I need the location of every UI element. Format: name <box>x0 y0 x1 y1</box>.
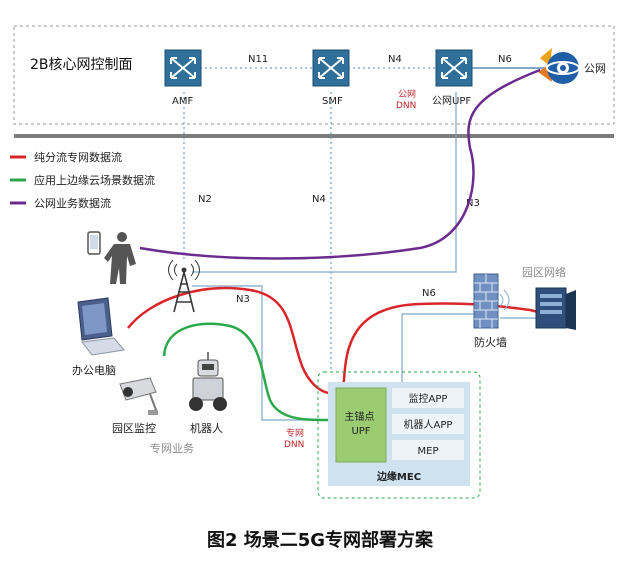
n4-mid-label: N4 <box>312 194 326 205</box>
upf-public-label: 公网UPF <box>432 95 471 107</box>
public-dnn-line1: 公网 <box>398 89 416 100</box>
n4-top-label: N4 <box>388 54 402 65</box>
mec-outer-box <box>317 371 481 499</box>
legend-label-green: 应用上边缘云场景数据流 <box>34 173 155 187</box>
phone-user-icon <box>87 231 136 284</box>
mec-app-box-0 <box>392 388 464 408</box>
cell-tower-icon <box>168 259 200 313</box>
campus-net-label: 园区网络 <box>522 265 566 279</box>
smf-switch-icon <box>312 49 350 87</box>
control-plane-title: 2B核心网控制面 <box>30 57 133 73</box>
n6-mid-link <box>401 313 474 384</box>
n3-left-link <box>192 285 336 421</box>
n3-left-label: N3 <box>236 294 250 305</box>
campus-monitor-label: 园区监控 <box>112 421 156 435</box>
mec-app-label-2: MEP <box>418 446 439 457</box>
public-net-label: 公网 <box>584 62 606 75</box>
internet-globe-icon <box>538 48 580 84</box>
legend-label-purple: 公网业务数据流 <box>34 196 111 210</box>
robot-icon <box>189 352 227 411</box>
figure-caption: 图2 场景二5G专网部署方案 <box>207 529 434 551</box>
firewall-icon <box>473 273 510 329</box>
private-service-label: 专网业务 <box>150 441 194 455</box>
mec-app-box-1 <box>392 414 464 434</box>
office-pc-label: 办公电脑 <box>72 364 116 377</box>
n6-top-label: N6 <box>498 54 512 65</box>
n3-right-label: N3 <box>466 198 480 209</box>
legend-label-red: 纯分流专网数据流 <box>34 150 122 164</box>
amf-switch-icon <box>164 49 202 87</box>
mec-app-label-0: 监控APP <box>409 392 448 405</box>
anchor-upf-box <box>335 387 387 463</box>
n11-label: N11 <box>248 54 268 65</box>
mec-app-box-2 <box>392 440 464 460</box>
robot-label: 机器人 <box>190 421 223 435</box>
upf-public-switch-icon <box>435 49 473 87</box>
amf-label: AMF <box>172 96 193 107</box>
campus-server-icon <box>535 287 576 330</box>
private-dnn-line2: DNN <box>284 440 304 450</box>
laptop-icon <box>77 297 125 356</box>
n3-right-link <box>192 92 457 273</box>
public-data-flow <box>139 68 541 260</box>
n2-label: N2 <box>198 194 212 205</box>
smf-label: SMF <box>322 96 343 107</box>
camera-icon <box>119 377 158 415</box>
private-dnn-line1: 专网 <box>286 427 304 439</box>
n6-mid-label: N6 <box>422 288 436 299</box>
mec-app-label-1: 机器人APP <box>404 418 453 431</box>
edge-data-flow <box>162 322 339 422</box>
mec-title: 边缘MEC <box>376 470 421 483</box>
firewall-label: 防火墙 <box>474 335 507 349</box>
public-dnn-line2: DNN <box>396 101 416 111</box>
control-plane-box <box>13 25 615 125</box>
anchor-upf-label: 主锚点 UPF <box>344 411 377 437</box>
